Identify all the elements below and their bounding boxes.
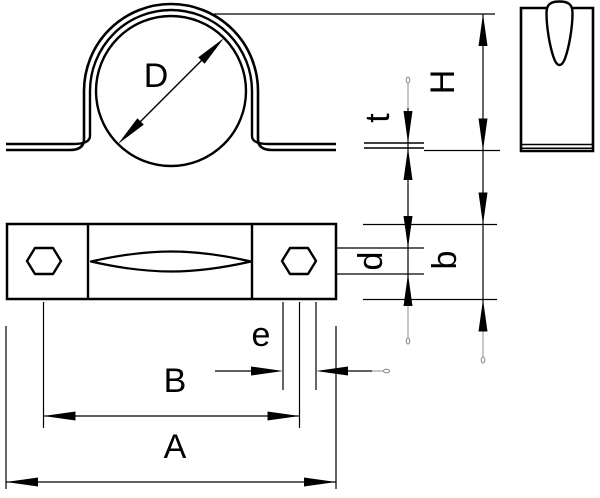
- arrowhead: [403, 216, 413, 248]
- side-view-slot: [545, 0, 574, 67]
- leader-end-dot: [383, 368, 390, 374]
- leader-end-dot: [480, 356, 486, 364]
- strap-inner-line: [6, 8, 336, 146]
- side-view-outline: [519, 6, 595, 153]
- arrowhead: [478, 118, 488, 151]
- lens-slot: [89, 250, 253, 273]
- dimension-H-and-b: H b: [214, 13, 500, 364]
- pipe-circle: [94, 14, 248, 168]
- dimension-D: D: [118, 38, 224, 144]
- strap-outer-line: [6, 2, 336, 152]
- arrowhead: [198, 38, 224, 64]
- dim-label-A: A: [164, 428, 187, 466]
- arrowhead: [43, 411, 76, 421]
- dim-label-D: D: [144, 57, 169, 95]
- side-view-drawing: [519, 0, 595, 153]
- hex-hole-right: [280, 246, 318, 276]
- arrowhead: [251, 366, 283, 376]
- plan-view-outline: [5, 222, 338, 301]
- dim-label-e: e: [252, 316, 271, 354]
- arrowhead: [478, 192, 488, 225]
- dim-line-D: [136, 56, 206, 126]
- dim-label-H: H: [424, 70, 462, 95]
- dimension-A: A: [6, 428, 336, 487]
- hex-hole-left: [25, 246, 63, 276]
- dim-label-B: B: [164, 362, 187, 400]
- arrowhead: [403, 111, 413, 143]
- arrowhead: [316, 366, 348, 376]
- plan-view-drawing: [5, 222, 338, 301]
- arrowhead: [304, 477, 336, 487]
- dimension-B: B: [43, 362, 300, 421]
- arrowhead: [267, 411, 300, 421]
- dimension-t-and-d: t d: [337, 76, 424, 345]
- dim-label-b: b: [426, 251, 464, 270]
- arrowhead: [478, 299, 488, 332]
- arrowhead: [118, 118, 144, 144]
- front-view-drawing: [6, 2, 336, 168]
- arrowhead: [403, 148, 413, 180]
- arrowhead: [6, 477, 38, 487]
- dim-label-t: t: [359, 113, 397, 123]
- dim-label-d: d: [352, 252, 390, 271]
- arrowhead: [478, 14, 488, 46]
- arrowhead: [403, 274, 413, 306]
- leader-end-dot: [405, 76, 411, 84]
- dimension-e: e: [215, 316, 390, 376]
- bottom-extension-lines: [5, 302, 337, 489]
- leader-end-dot: [405, 337, 411, 345]
